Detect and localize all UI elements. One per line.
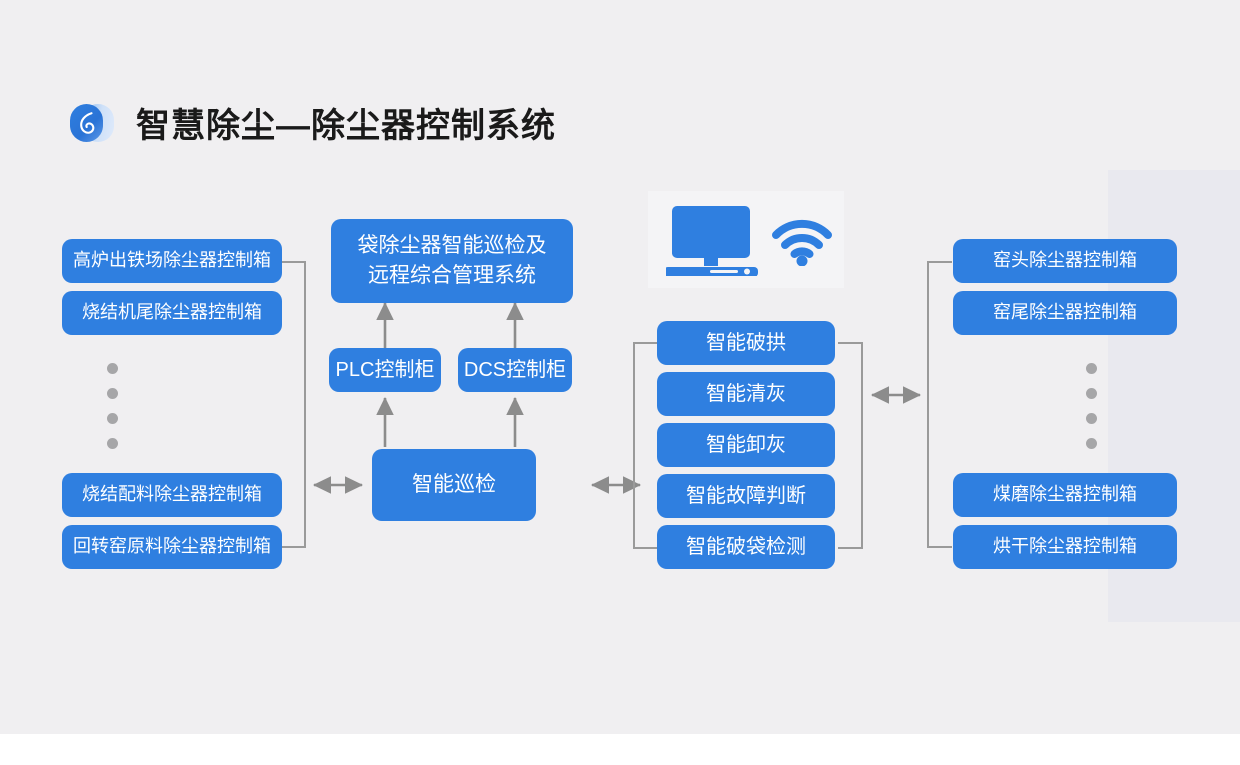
node-left-3[interactable]: 回转窑原料除尘器控制箱	[62, 525, 282, 569]
page-title: 智慧除尘—除尘器控制系统	[136, 107, 556, 145]
swirl-logo-icon	[70, 103, 114, 142]
desktop-computer-icon	[666, 206, 758, 276]
node-label: 智能故障判断	[686, 484, 806, 507]
diagram-canvas: 智慧除尘—除尘器控制系统	[0, 0, 1240, 734]
node-label-line1: 袋除尘器智能巡检及	[357, 234, 547, 258]
node-label: 智能破拱	[706, 331, 786, 354]
left-column-ellipsis	[107, 363, 118, 449]
node-function-3[interactable]: 智能故障判断	[657, 474, 835, 518]
node-label: PLC控制柜	[335, 358, 435, 381]
node-function-0[interactable]: 智能破拱	[657, 321, 835, 365]
node-label: 烘干除尘器控制箱	[993, 536, 1137, 557]
node-label: 回转窑原料除尘器控制箱	[73, 536, 271, 557]
node-management-system[interactable]: 袋除尘器智能巡检及 远程综合管理系统	[331, 219, 573, 303]
node-function-2[interactable]: 智能卸灰	[657, 423, 835, 467]
function-column-bracket	[838, 342, 863, 549]
node-label: 烧结配料除尘器控制箱	[82, 484, 262, 505]
node-label: 智能卸灰	[706, 433, 786, 456]
node-label: 烧结机尾除尘器控制箱	[82, 302, 262, 323]
node-dcs-cabinet[interactable]: DCS控制柜	[458, 348, 572, 392]
connector-layer	[282, 261, 952, 549]
node-intelligent-inspection-hub[interactable]: 智能巡检	[372, 449, 536, 521]
swirl-glyph-icon	[80, 111, 95, 134]
node-label: 窑头除尘器控制箱	[993, 250, 1137, 271]
node-right-2[interactable]: 煤磨除尘器控制箱	[953, 473, 1177, 517]
node-left-0[interactable]: 高炉出铁场除尘器控制箱	[62, 239, 282, 283]
node-label-line2: 远程综合管理系统	[368, 264, 536, 287]
node-label: 窑尾除尘器控制箱	[993, 302, 1137, 323]
node-left-1[interactable]: 烧结机尾除尘器控制箱	[62, 291, 282, 335]
node-left-2[interactable]: 烧结配料除尘器控制箱	[62, 473, 282, 517]
node-function-1[interactable]: 智能清灰	[657, 372, 835, 416]
right-column-bracket	[927, 261, 952, 548]
node-label: 煤磨除尘器控制箱	[993, 484, 1137, 505]
node-right-3[interactable]: 烘干除尘器控制箱	[953, 525, 1177, 569]
node-label: 智能破袋检测	[686, 535, 806, 558]
node-label: 智能清灰	[706, 382, 786, 405]
wifi-signal-icon	[772, 219, 832, 266]
device-illustration-panel	[648, 191, 844, 288]
left-column-bracket	[282, 261, 306, 548]
node-label: DCS控制柜	[463, 358, 567, 381]
header: 智慧除尘—除尘器控制系统	[70, 98, 556, 147]
node-function-4[interactable]: 智能破袋检测	[657, 525, 835, 569]
right-column-ellipsis	[1086, 363, 1097, 449]
node-right-1[interactable]: 窑尾除尘器控制箱	[953, 291, 1177, 335]
node-right-0[interactable]: 窑头除尘器控制箱	[953, 239, 1177, 283]
node-plc-cabinet[interactable]: PLC控制柜	[329, 348, 441, 392]
node-label: 高炉出铁场除尘器控制箱	[73, 250, 271, 271]
node-label: 智能巡检	[412, 473, 496, 497]
function-column-left-bracket	[633, 342, 658, 549]
